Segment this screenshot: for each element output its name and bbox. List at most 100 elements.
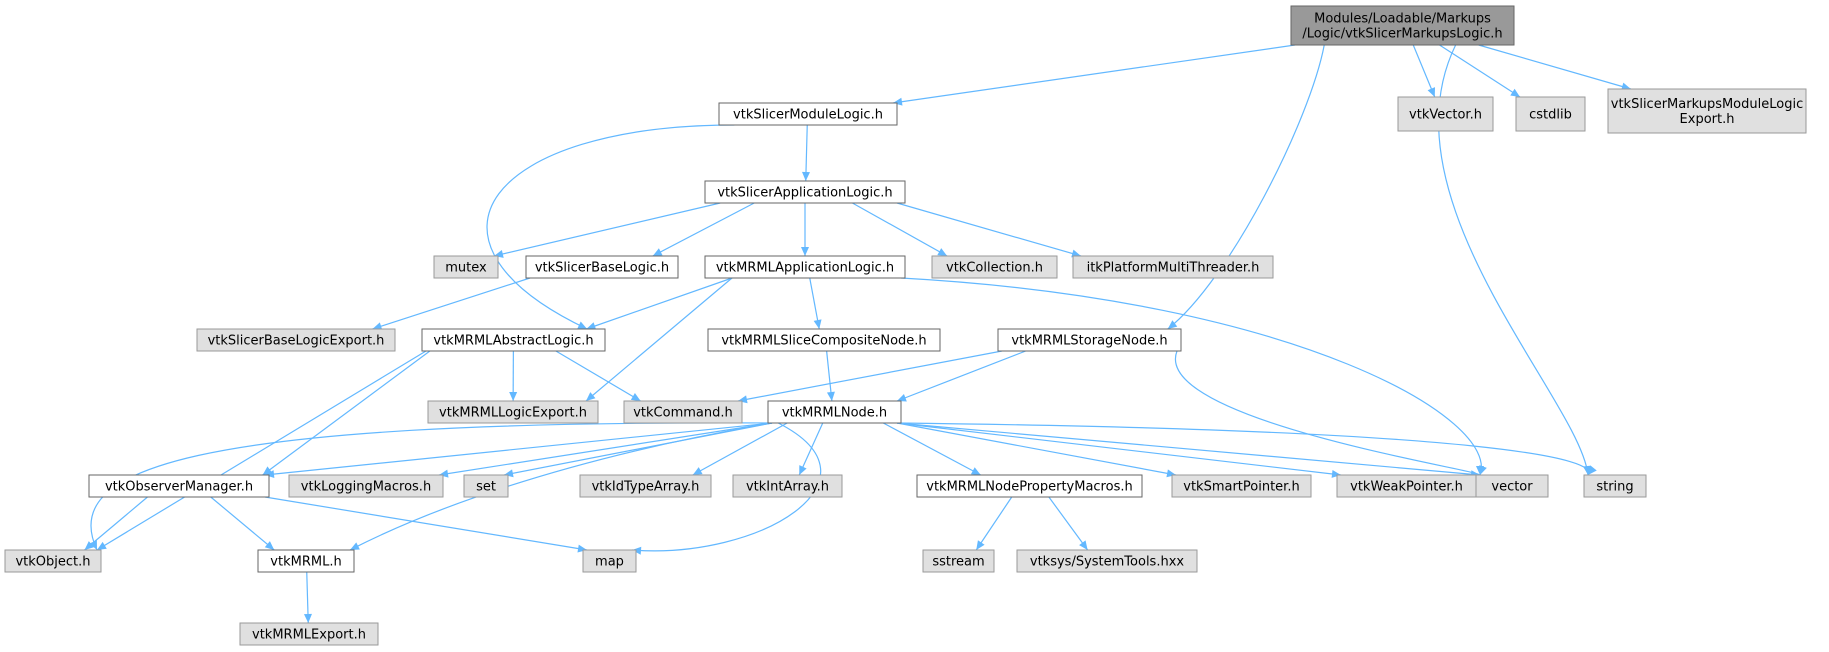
node-label: vector [1491, 480, 1533, 495]
node-box [1607, 88, 1807, 134]
node-label: vtkCollection.h [946, 261, 1043, 276]
node-label: set [476, 480, 496, 495]
node-label: vtkMRMLSliceCompositeNode.h [721, 334, 926, 349]
node-label: vtkMRMLNodePropertyMacros.h [926, 480, 1132, 495]
node-vtk-mrml[interactable]: vtkMRML.h [257, 549, 355, 573]
node-mrml-slice-composite[interactable]: vtkMRMLSliceCompositeNode.h [707, 328, 941, 352]
edge-mrml-storage-node-to-mrml-node-arrowhead [897, 394, 907, 402]
edge-root-to-vtk-vector [1412, 44, 1436, 98]
edge-slicer-app-logic-to-vtk-collection-arrowhead [937, 248, 948, 256]
node-label: cstdlib [1529, 108, 1572, 123]
node-node-property-macros[interactable]: vtkMRMLNodePropertyMacros.h [916, 474, 1143, 498]
edge-mrml-node-to-int-array [798, 422, 824, 476]
node-box [767, 400, 902, 424]
node-string: string [1583, 474, 1647, 498]
edge-mrml-storage-node-to-vector [1174, 350, 1481, 476]
node-box [916, 474, 1143, 498]
node-box [1515, 96, 1586, 132]
node-observer-manager[interactable]: vtkObserverManager.h [88, 474, 270, 498]
node-box [1475, 474, 1549, 498]
edge-mrml-app-logic-to-mrml-logic-export [585, 277, 733, 402]
edge-slicer-app-logic-to-itk-threader-arrowhead [1071, 249, 1081, 258]
edge-mrml-node-to-weak-pointer [896, 422, 1342, 476]
edge-observer-manager-to-vtk-object-arrowhead [84, 541, 94, 550]
node-system-tools: vtksys/SystemTools.hxx [1016, 549, 1198, 573]
node-label: Modules/Loadable/Markups [1314, 12, 1491, 27]
edge-node-property-macros-to-sstream [975, 496, 1013, 551]
edge-mrml-node-to-observer-manager [264, 422, 773, 476]
edge-observer-manager-to-vtk-mrml-arrowhead [264, 541, 275, 550]
node-box [433, 255, 499, 279]
node-mrml-abstract-logic[interactable]: vtkMRMLAbstractLogic.h [421, 328, 606, 352]
edge-mrml-node-to-id-type-array [692, 422, 788, 476]
edge-observer-manager-to-map [264, 496, 588, 551]
edge-mrml-node-to-string [896, 422, 1590, 476]
node-label: vtkSlicerMarkupsModuleLogic [1611, 97, 1803, 112]
edge-slicer-base-logic-to-base-logic-export [372, 277, 531, 330]
node-mrml-storage-node[interactable]: vtkMRMLStorageNode.h [997, 328, 1182, 352]
node-mrml-node[interactable]: vtkMRMLNode.h [767, 400, 902, 424]
edge-root-to-cstdlib-arrowhead [1510, 88, 1520, 97]
node-label: itkPlatformMultiThreader.h [1087, 261, 1260, 276]
node-cstdlib: cstdlib [1515, 96, 1586, 132]
edge-mrml-abstract-logic-to-vtk-command-arrowhead [630, 392, 641, 401]
node-vtk-collection: vtkCollection.h [931, 255, 1058, 279]
node-slicer-app-logic[interactable]: vtkSlicerApplicationLogic.h [704, 180, 906, 204]
node-slicer-module-logic[interactable]: vtkSlicerModuleLogic.h [718, 102, 898, 126]
edge-mrml-app-logic-to-mrml-abstract-logic [586, 277, 733, 330]
edge-slicer-module-logic-to-mrml-abstract-logic [486, 124, 735, 330]
node-sstream: sstream [922, 549, 995, 573]
node-box [1397, 96, 1494, 132]
node-label: vtkMRMLNode.h [782, 406, 887, 421]
edge-slicer-module-logic-to-slicer-app-logic-arrowhead [801, 171, 810, 181]
node-label: vtkObserverManager.h [105, 480, 253, 495]
node-label: vtkSlicerApplicationLogic.h [717, 186, 892, 201]
node-box [704, 180, 906, 204]
edge-mrml-node-to-vtk-object-arrowhead [89, 540, 97, 550]
node-base-logic-export: vtkSlicerBaseLogicExport.h [196, 328, 396, 352]
edge-mrml-node-to-node-property-macros-arrowhead [970, 467, 981, 475]
node-label: Export.h [1680, 112, 1735, 127]
node-box [718, 102, 898, 126]
node-mrml-export: vtkMRMLExport.h [239, 622, 379, 646]
edge-slicer-app-logic-to-slicer-base-logic-arrowhead [652, 248, 663, 256]
edge-mrml-node-to-logging-macros [438, 422, 773, 476]
node-label: vtkObject.h [15, 555, 90, 570]
node-slicer-base-logic[interactable]: vtkSlicerBaseLogic.h [525, 255, 679, 279]
node-mrml-app-logic[interactable]: vtkMRMLApplicationLogic.h [704, 255, 906, 279]
node-box [463, 474, 509, 498]
edge-mrml-node-to-vtk-object [90, 422, 773, 551]
edge-observer-manager-to-vtk-mrml [210, 496, 275, 551]
node-box [707, 328, 941, 352]
node-label: vtkMRML.h [270, 555, 341, 570]
node-label: vtkMRMLAbstractLogic.h [433, 334, 593, 349]
edge-root-to-markups-export-arrowhead [1621, 82, 1631, 91]
edge-mrml-node-to-id-type-array-arrowhead [692, 467, 703, 475]
node-label: mutex [445, 261, 487, 276]
node-box [1171, 474, 1312, 498]
node-box [1072, 255, 1274, 279]
edge-root-to-markups-export [1478, 44, 1632, 90]
node-label: vtkSlicerBaseLogicExport.h [208, 334, 385, 349]
edge-mrml-node-to-node-property-macros [882, 422, 982, 476]
node-box [239, 622, 379, 646]
edge-mrml-abstract-logic-to-observer-manager [262, 350, 431, 476]
edge-mrml-app-logic-to-mrml-slice-composite-arrowhead [813, 319, 822, 329]
node-label: vtkIdTypeArray.h [592, 480, 700, 495]
edge-mrml-node-to-int-array-arrowhead [799, 465, 807, 475]
node-box [582, 549, 637, 573]
node-box [997, 328, 1182, 352]
node-box [579, 474, 712, 498]
node-smart-pointer: vtkSmartPointer.h [1171, 474, 1312, 498]
edge-slicer-module-logic-to-slicer-app-logic [805, 124, 808, 182]
node-weak-pointer: vtkWeakPointer.h [1336, 474, 1477, 498]
node-box [1016, 549, 1198, 573]
edge-vtk-mrml-to-mrml-export-arrowhead [303, 613, 312, 623]
node-set: set [463, 474, 509, 498]
edge-root-to-mrml-storage-node-arrowhead [1167, 320, 1178, 329]
node-root[interactable]: Modules/Loadable/Markups/Logic/vtkSlicer… [1290, 5, 1515, 46]
node-label: vtksys/SystemTools.hxx [1030, 555, 1185, 570]
node-mutex: mutex [433, 255, 499, 279]
edge-mrml-storage-node-to-vector-arrowhead [1476, 466, 1484, 475]
